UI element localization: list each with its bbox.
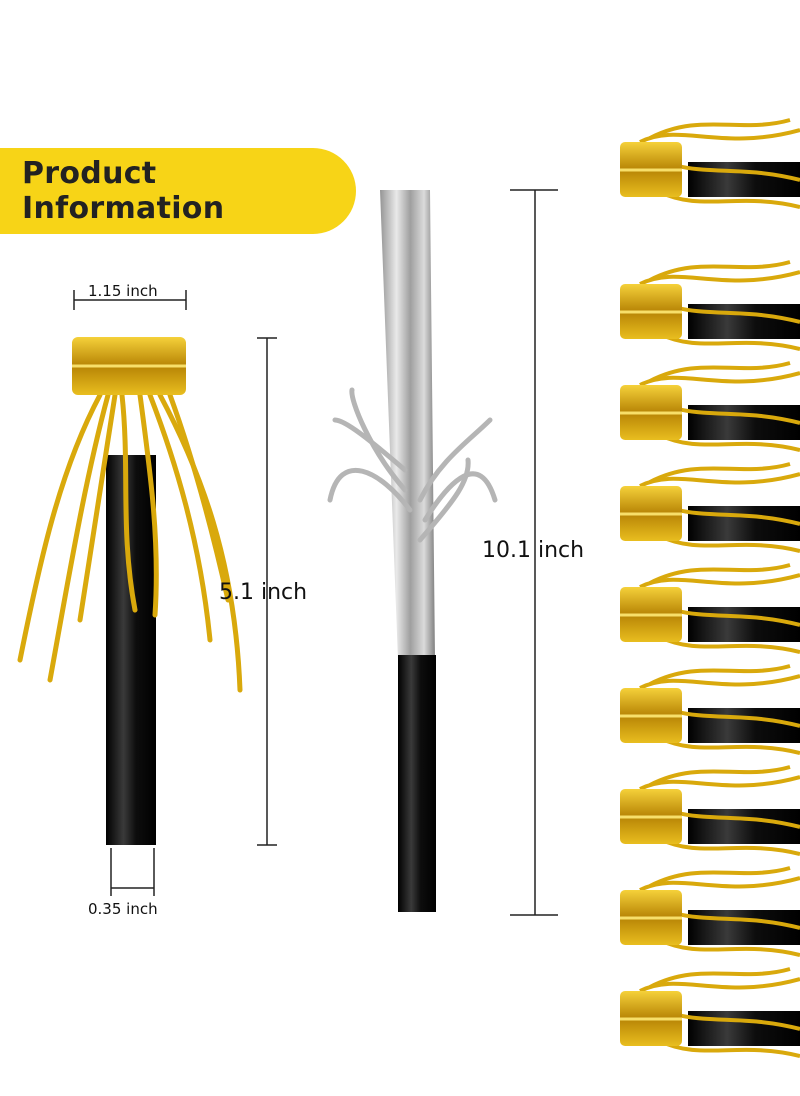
dimension-lines-total	[510, 189, 558, 916]
gold-blower	[17, 337, 243, 845]
mouthpiece-diameter-label: 0.35 inch	[88, 900, 158, 918]
total-length-label: 10.1 inch	[482, 538, 585, 563]
gallery-item-1	[618, 260, 800, 351]
gallery-item-7	[618, 866, 800, 957]
gallery-item-8	[618, 967, 800, 1058]
banner-title: Product Information	[22, 156, 225, 226]
gallery-item-6	[618, 765, 800, 856]
top-diameter-label: 1.15 inch	[88, 282, 158, 300]
product-info-banner: Product Information	[0, 148, 356, 234]
gallery-item-5	[618, 664, 800, 755]
gallery-item-4	[618, 563, 800, 654]
gallery-stack	[620, 118, 800, 209]
dimension-lines-left	[73, 290, 277, 896]
blower-height-label: 5.1 inch	[219, 580, 308, 605]
gallery-item-2	[618, 361, 800, 452]
silver-blower	[327, 190, 498, 912]
gallery-item-3	[618, 462, 800, 553]
